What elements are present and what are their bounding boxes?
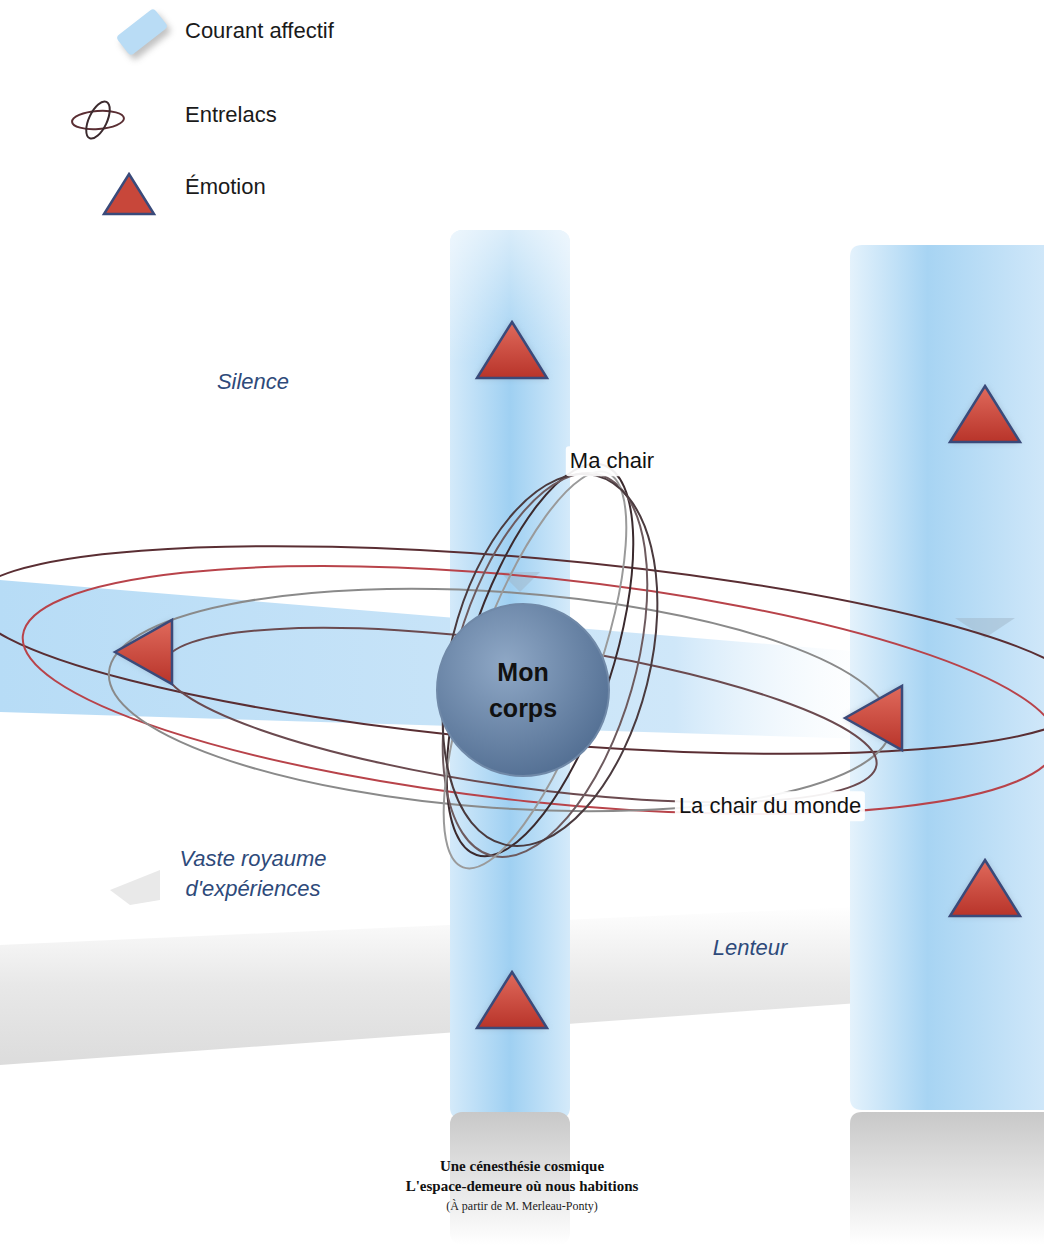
legend-item: Émotion (0, 170, 330, 226)
region-label: Vaste royaume d'expériences (148, 844, 358, 903)
caption-line: L'espace-demeure où nous habitions (406, 1176, 639, 1196)
body-sphere: Mon corps (435, 602, 611, 778)
legend-item: Courant affectif (0, 14, 330, 70)
band-foot (850, 1112, 1044, 1245)
region-label: La chair du monde (675, 791, 865, 821)
emotion-triangles (115, 322, 1020, 1028)
caption-line: (À partir de M. Merleau-Ponty) (446, 1198, 598, 1214)
node-text: Mon corps (468, 654, 578, 727)
legend-interlace (40, 98, 130, 154)
interlace-world (0, 510, 1044, 856)
region-label: Lenteur (713, 933, 788, 963)
legend-triangle-shape (104, 174, 154, 214)
grey-wedge (110, 870, 160, 905)
region-label: Ma chair (566, 446, 658, 476)
legend-text: Entrelacs (185, 102, 277, 128)
legend: Courant affectifEntrelacsÉmotion (0, 0, 330, 230)
legend-triangle (96, 170, 186, 226)
sphere-outline (435, 602, 611, 778)
node-text-wrap: Mon corps (435, 602, 611, 778)
legend-ellipse (71, 109, 124, 131)
sphere (437, 604, 609, 776)
affective-band (850, 245, 1044, 1110)
caption: Une cénesthésie cosmique (440, 1158, 604, 1175)
region-label: Silence (217, 367, 289, 397)
legend-text: Émotion (185, 174, 266, 200)
legend-item: Entrelacs (0, 98, 330, 154)
legend-swatch (116, 8, 169, 56)
legend-ellipse (81, 98, 114, 142)
legend-text: Courant affectif (185, 18, 334, 44)
interlace-flesh (404, 443, 693, 888)
